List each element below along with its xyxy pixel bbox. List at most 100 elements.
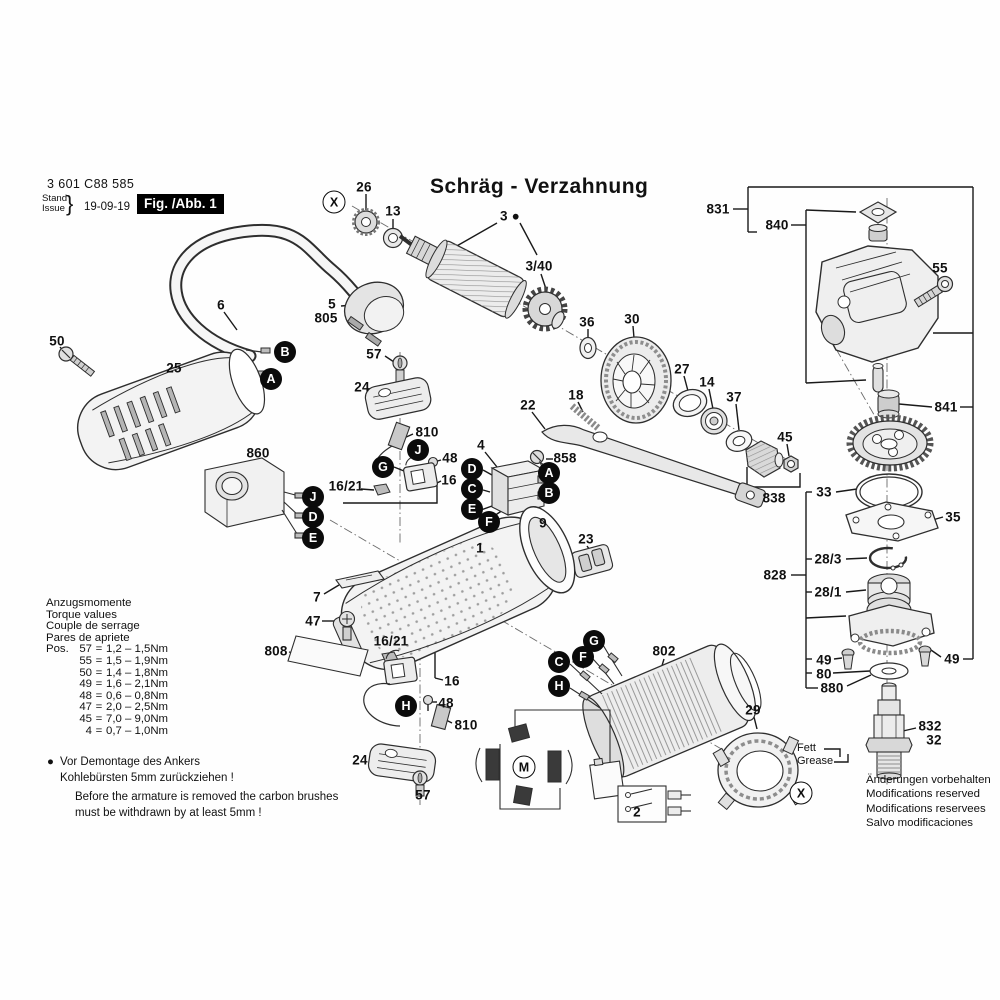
note-bullet: ●: [47, 756, 54, 768]
part-label-57: 57: [415, 787, 431, 803]
wire-badge-M: M: [512, 755, 536, 779]
part-label-47: 47: [305, 613, 321, 629]
spindle-stack-sketch: [841, 414, 939, 780]
modifications-es: Salvo modificaciones: [866, 816, 973, 829]
stand-label: Stand: [42, 193, 68, 204]
page-title: Schräg - Verzahnung: [430, 175, 649, 198]
wire-badge-D: D: [302, 506, 324, 528]
grease-de: Fett: [797, 742, 816, 754]
wire-badge-B: B: [274, 341, 296, 363]
wire-badge-H: H: [548, 675, 570, 697]
torque-row: 4=0,7 – 1,0Nm: [85, 724, 169, 737]
part-label-810: 810: [415, 424, 439, 440]
part-label-16: 16: [441, 472, 457, 488]
note-de-line1: Vor Demontage des Ankers: [59, 756, 200, 768]
part-label-16: 16: [444, 673, 460, 689]
part-label-9: 9: [539, 515, 547, 531]
brush-warning-note: ● Vor Demontage des Ankers Kohlebürsten …: [47, 755, 338, 821]
part-label-340: 3/40: [525, 258, 553, 274]
stand-issue-brace: }: [66, 191, 74, 216]
wire-badge-J: J: [302, 486, 324, 508]
part-label-37: 37: [726, 389, 742, 405]
part-label-1: 1: [476, 540, 484, 556]
part-label-32: 32: [926, 732, 942, 748]
part-number: 3 601 C88 585: [47, 177, 135, 191]
lever-sketch: [529, 403, 766, 508]
gear-head-sketch: [815, 201, 954, 419]
part-label-27: 27: [674, 361, 690, 377]
part-label-48: 48: [442, 450, 458, 466]
part-label-24: 24: [354, 379, 370, 395]
part-label-6: 6: [217, 297, 225, 313]
part-label-48: 48: [438, 695, 454, 711]
part-label-35: 35: [945, 509, 961, 525]
modifications-note: Änderungen vorbehalten Modifications res…: [866, 773, 991, 830]
torque-table: Anzugsmomente Torque values Couple de se…: [46, 597, 168, 737]
torque-row: 45=7,0 – 9,0Nm: [79, 712, 169, 725]
part-label-1621: 16/21: [373, 633, 409, 649]
connector-block-sketch: [490, 460, 549, 516]
wiring-schematic-sketch: [475, 709, 691, 823]
grease-en: Grease: [797, 754, 834, 767]
power-cord-sketch: [169, 223, 405, 377]
part-label-808: 808: [264, 643, 288, 659]
part-label-828: 828: [763, 567, 787, 583]
wire-badge-J: J: [407, 439, 429, 461]
part-label-36: 36: [579, 314, 595, 330]
wire-badge-G: G: [372, 456, 394, 478]
part-label-880: 880: [820, 680, 844, 696]
part-label-7: 7: [313, 589, 321, 605]
part-label-3: 3 ●: [499, 208, 521, 224]
part-label-50: 50: [49, 333, 65, 349]
part-label-30: 30: [624, 311, 640, 327]
torque-row: Pos.57=1,2 – 1,5Nm: [46, 643, 169, 656]
part-label-858: 858: [553, 450, 577, 466]
gear-train-sketch: [579, 336, 799, 478]
part-label-55: 55: [932, 260, 948, 276]
part-label-22: 22: [520, 397, 536, 413]
wire-badge-X: X: [322, 190, 346, 214]
upper-brush-set-sketch: [364, 355, 439, 496]
wire-badge-F: F: [572, 646, 594, 668]
part-label-80: 80: [816, 666, 832, 682]
part-label-838: 838: [762, 490, 786, 506]
stator-sketch: [569, 643, 809, 811]
note-de-line2: Kohlebürsten 5mm zurückziehen !: [59, 771, 234, 784]
issue-label: Issue: [42, 203, 65, 214]
part-label-57: 57: [366, 346, 382, 362]
grease-note: Fett Grease: [797, 742, 833, 767]
torque-heading-fr: Couple de serrage: [46, 620, 140, 633]
wire-badge-A: A: [538, 462, 560, 484]
part-label-2: 2: [633, 804, 641, 820]
stand-issue-label: Stand Issue: [42, 194, 67, 214]
part-label-13: 13: [385, 203, 401, 219]
modifications-en: Modifications reserved: [866, 788, 980, 801]
part-label-33: 33: [816, 484, 832, 500]
torque-row: 49=1,6 – 2,1Nm: [79, 678, 169, 691]
wire-badge-F: F: [478, 511, 500, 533]
part-label-18: 18: [568, 387, 584, 403]
wire-badge-C: C: [548, 651, 570, 673]
note-en-line1: Before the armature is removed the carbo…: [74, 791, 339, 803]
speed-switch-sketch: [204, 457, 305, 539]
wire-badge-H: H: [395, 695, 417, 717]
wire-badge-X: X: [789, 781, 813, 805]
part-label-805: 805: [314, 310, 338, 326]
part-label-45: 45: [777, 429, 793, 445]
part-label-5: 5: [328, 296, 336, 312]
torque-heading-en: Torque values: [46, 608, 117, 621]
torque-heading-de: Anzugsmomente: [46, 597, 132, 609]
armature-sketch: [352, 208, 568, 332]
wire-badge-E: E: [461, 498, 483, 520]
part-label-802: 802: [652, 643, 676, 659]
small-plates-sketch: [287, 570, 385, 677]
part-label-29: 29: [745, 702, 761, 718]
lower-brush-set-sketch: [363, 649, 452, 797]
part-label-26: 26: [356, 179, 372, 195]
part-label-810: 810: [454, 717, 478, 733]
part-label-860: 860: [246, 445, 270, 461]
part-label-23: 23: [578, 531, 594, 547]
part-label-25: 25: [166, 360, 182, 376]
